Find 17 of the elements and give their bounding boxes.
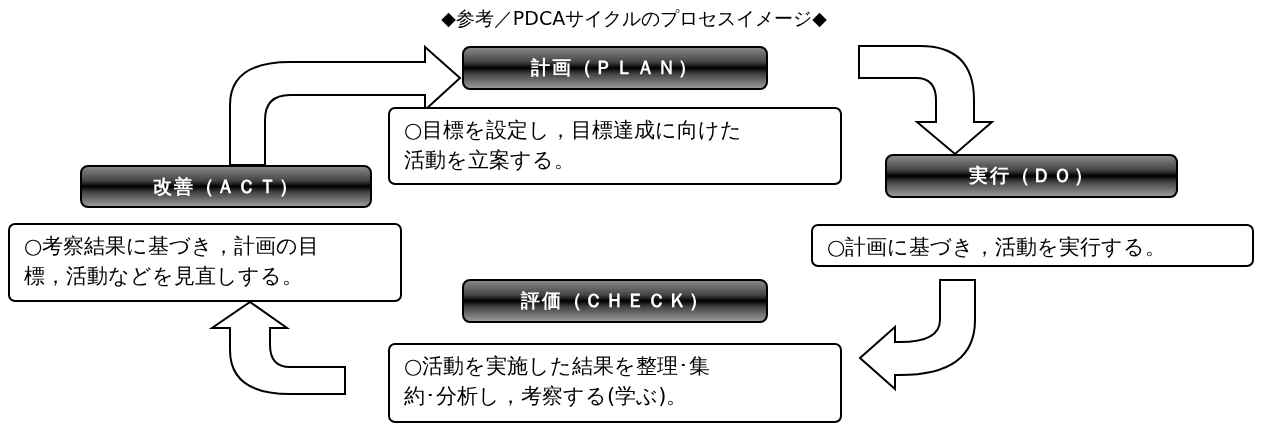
block-arrow xyxy=(858,45,993,155)
description-text: ○考察結果に基づき，計画の目標，活動などを見直しする。 xyxy=(24,233,321,290)
description-box xyxy=(811,224,1254,267)
phase-label: 評価（ＣＨＥＣＫ） xyxy=(462,279,768,323)
block-arrow xyxy=(859,279,976,390)
block-arrow xyxy=(229,46,461,166)
phase-label: 実行（ＤＯ） xyxy=(885,154,1178,198)
title: ◆参考／PDCAサイクルのプロセスイメージ◆ xyxy=(441,7,827,29)
description-box xyxy=(388,343,842,423)
block-arrow xyxy=(211,301,346,395)
phase-label: 計画（ＰＬＡＮ） xyxy=(462,46,768,90)
description-box xyxy=(8,223,402,302)
description-text: ○活動を実施した結果を整理･集約･分析し，考察する(学ぶ)。 xyxy=(404,353,712,410)
description-text: ○計画に基づき，活動を実行する。 xyxy=(827,234,1168,261)
phase-label: 改善（ＡＣＴ） xyxy=(80,165,372,208)
description-text: ○目標を設定し，目標達成に向けた活動を立案する。 xyxy=(404,117,744,174)
description-box xyxy=(388,107,842,185)
